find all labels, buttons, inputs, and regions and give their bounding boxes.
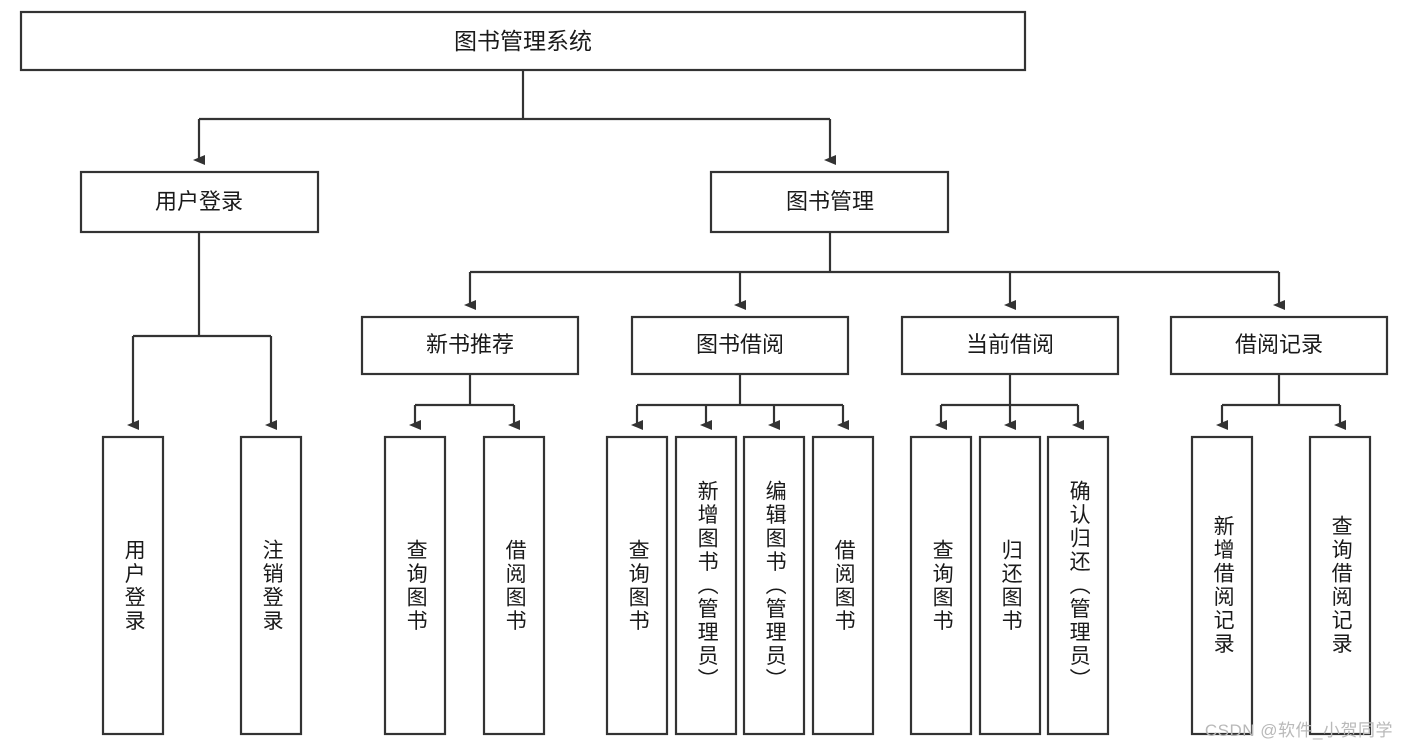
- current-borrow-label: 当前借阅: [966, 332, 1054, 357]
- book-management-box: [709, 170, 950, 234]
- root-box: [19, 10, 1027, 72]
- borrow-record-box: [1169, 315, 1389, 376]
- current-borrow-box: [900, 315, 1120, 376]
- csdn-watermark: CSDN @软件_小贺同学: [1204, 721, 1393, 740]
- connector-book-mgmt-to-level2: [464, 232, 1285, 310]
- user-login-label: 用户登录: [155, 189, 243, 214]
- leaf-box: [1190, 435, 1254, 736]
- connector-new-book-recommend-to-leaves: [409, 374, 520, 430]
- connector-borrow-record-to-leaves: [1216, 374, 1346, 430]
- leaf-box: [909, 435, 973, 736]
- new-book-recommend-box: [360, 315, 580, 376]
- node-user-login: 用户登录: [79, 170, 320, 234]
- leaf-box: [101, 435, 165, 736]
- book-management-label: 图书管理: [786, 189, 874, 214]
- node-current-borrow: 当前借阅: [900, 315, 1120, 376]
- root-label: 图书管理系统: [454, 28, 592, 54]
- connector-root-to-level1: [193, 70, 836, 165]
- connector-book-borrow-to-leaves: [631, 374, 849, 430]
- leaf-box: [811, 435, 875, 736]
- borrow-record-label: 借阅记录: [1235, 332, 1323, 357]
- node-book-management: 图书管理: [709, 170, 950, 234]
- leaf-box: [239, 435, 303, 736]
- connector-current-borrow-to-leaves: [935, 374, 1084, 430]
- node-root: 图书管理系统: [19, 10, 1027, 72]
- node-book-borrow: 图书借阅: [630, 315, 850, 376]
- node-new-book-recommend: 新书推荐: [360, 315, 580, 376]
- connector-user-login-to-leaves: [127, 232, 277, 430]
- node-borrow-record: 借阅记录: [1169, 315, 1389, 376]
- leaf-box: [1046, 435, 1110, 736]
- leaf-box: [482, 435, 546, 736]
- book-borrow-box: [630, 315, 850, 376]
- leaf-box: [605, 435, 669, 736]
- leaf-box: [674, 435, 738, 736]
- new-book-recommend-label: 新书推荐: [426, 332, 514, 357]
- leaf-box: [978, 435, 1042, 736]
- leaf-box: [1308, 435, 1372, 736]
- leaf-box: [383, 435, 447, 736]
- book-borrow-label: 图书借阅: [696, 332, 784, 357]
- leaf-box: [742, 435, 806, 736]
